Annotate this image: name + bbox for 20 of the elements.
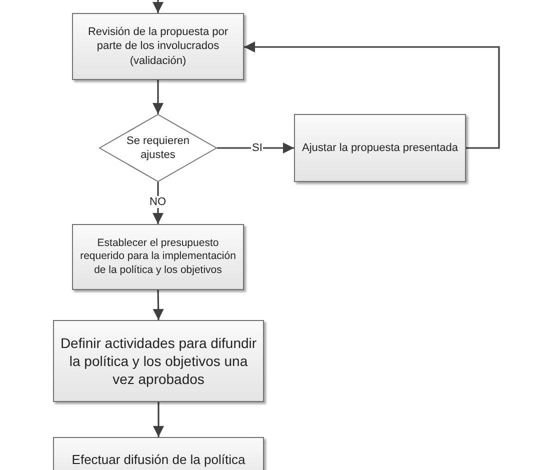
arrow <box>217 142 294 154</box>
process-box <box>72 224 244 290</box>
edge-label: SI <box>251 142 264 154</box>
process-box <box>294 114 466 182</box>
step-text: Establecer el presupuesto requerido para la implementación de la política y los objetivos <box>79 236 237 278</box>
arrow <box>153 402 164 437</box>
decision-diamond <box>99 114 217 182</box>
edge-label: NO <box>148 196 167 208</box>
process-box <box>53 320 264 402</box>
process-box <box>72 13 244 80</box>
arrow <box>152 290 164 320</box>
arrow <box>244 42 500 149</box>
step-text: Revisión de la propuesta por parte de los involucrados (validación) <box>86 25 230 68</box>
step-text: Se requieren ajustes <box>126 134 190 162</box>
step-text: Ajustar la propuesta presentada <box>302 140 458 156</box>
arrow <box>152 80 164 114</box>
arrow <box>152 0 164 13</box>
arrow <box>152 182 164 224</box>
step-text: Efectuar difusión de la política <box>72 452 246 469</box>
step-text: Definir actividades para difundir la política y los objetivos una vez aprobados <box>60 334 257 388</box>
